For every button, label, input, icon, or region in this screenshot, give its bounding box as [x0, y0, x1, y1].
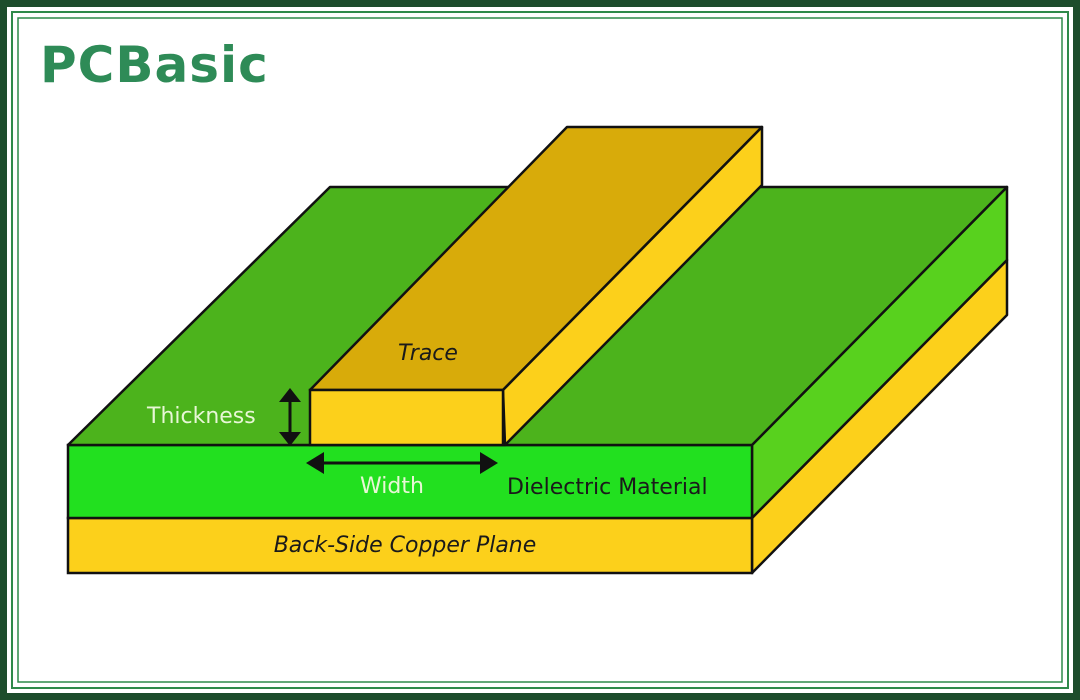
trace-label: Trace — [398, 341, 458, 366]
dielectric-label: Dielectric Material — [507, 475, 708, 500]
dielectric-front-face — [66, 443, 754, 520]
width-label: Width — [360, 474, 424, 499]
trace-front-face — [308, 388, 505, 447]
brand-logo: PCBasic — [40, 36, 269, 94]
trace-side-face — [501, 125, 764, 447]
copper-plane-front-face — [66, 516, 754, 575]
inner-frame-line-outer — [11, 11, 1069, 689]
thickness-label: Thickness — [146, 404, 256, 429]
inner-frame-line-inner — [17, 17, 1063, 683]
copper-plane-label: Back-Side Copper Plane — [274, 533, 537, 558]
thickness-arrow — [279, 388, 301, 446]
width-arrow — [306, 452, 498, 474]
